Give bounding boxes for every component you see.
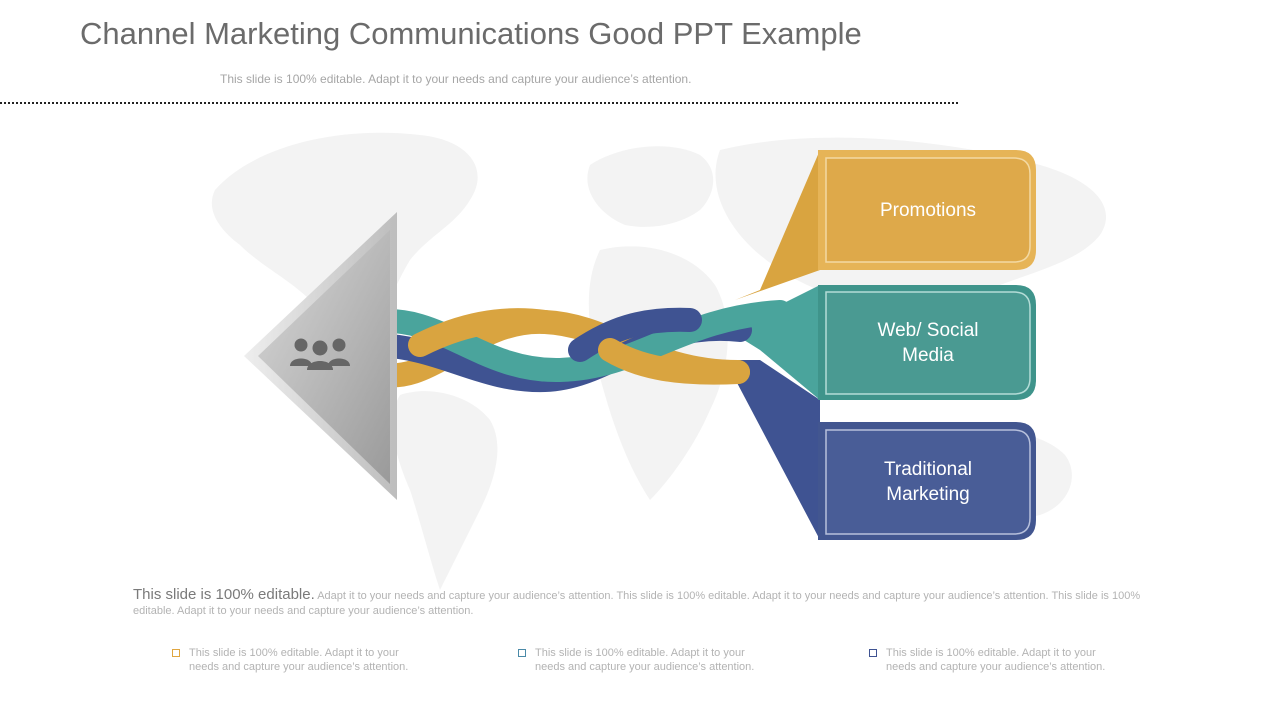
traditional-marketing-label: Traditional Marketing — [883, 459, 972, 505]
connector-traditional — [725, 360, 820, 540]
bullet-text: This slide is 100% editable. Adapt it to… — [535, 647, 755, 673]
box-traditional — [818, 422, 1036, 540]
arrow-head-inner — [258, 230, 390, 484]
people-group-icon — [290, 338, 350, 370]
connector-web-social — [720, 285, 820, 400]
braid — [360, 300, 792, 393]
bullet-text: This slide is 100% editable. Adapt it to… — [886, 647, 1106, 673]
map-europe — [587, 146, 714, 227]
connector-promotions — [735, 150, 820, 300]
square-bullet-icon — [518, 649, 526, 657]
strand-navy-front — [568, 307, 702, 362]
web-social-media-label: Web/ Social Media — [877, 320, 979, 366]
square-bullet-icon — [172, 649, 180, 657]
map-south-america — [392, 391, 498, 590]
dotted-divider — [0, 102, 958, 104]
slide-subtitle: This slide is 100% editable. Adapt it to… — [220, 72, 692, 86]
box-promotions — [818, 150, 1036, 270]
bullet-text: This slide is 100% editable. Adapt it to… — [189, 647, 409, 673]
slide-title: Channel Marketing Communications Good PP… — [80, 16, 862, 51]
body-paragraph: This slide is 100% editable. Adapt it to… — [133, 587, 1143, 619]
paragraph-lead: This slide is 100% editable. — [133, 586, 315, 603]
strand-gold-front-2 — [598, 338, 750, 385]
paragraph-rest: Adapt it to your needs and capture your … — [133, 590, 1141, 617]
square-bullet-icon — [869, 649, 877, 657]
box-web-social — [818, 285, 1036, 400]
promotions-label: Promotions — [879, 199, 977, 221]
map-north-america — [211, 132, 478, 324]
strand-gold-front — [408, 308, 557, 357]
